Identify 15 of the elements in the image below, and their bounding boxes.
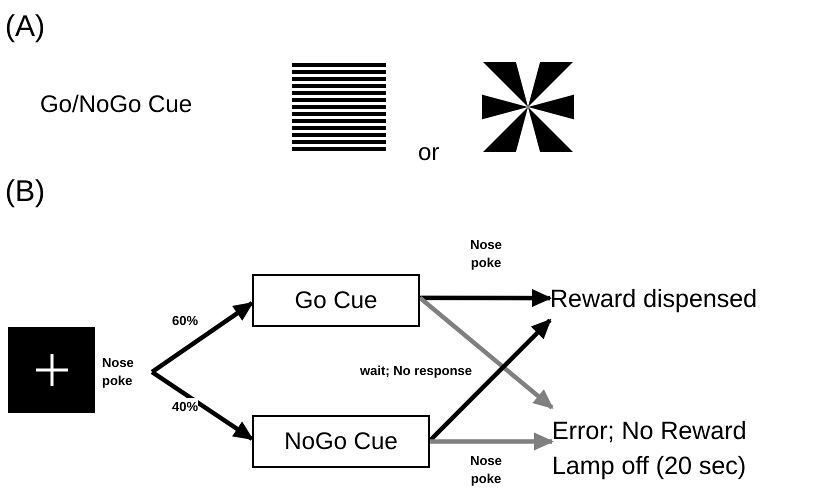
arrow xyxy=(418,296,554,410)
arrow xyxy=(420,289,552,308)
caption-text: Go/NoGo Cue xyxy=(40,90,192,120)
panel-label: (A) xyxy=(5,9,45,45)
arrow xyxy=(430,432,554,450)
process-box: NoGo Cue xyxy=(252,415,430,468)
process-box: Go Cue xyxy=(252,274,420,327)
panel-label: (B) xyxy=(5,174,45,210)
caption-text: or xyxy=(418,138,440,168)
outcome-text: Error; No Reward Lamp off (20 sec) xyxy=(552,402,792,496)
outcome-text: Reward dispensed xyxy=(550,276,828,322)
arrow xyxy=(150,370,254,441)
start-screen-box xyxy=(8,327,95,413)
event-label: Nose poke xyxy=(102,350,152,394)
arrow xyxy=(150,301,254,374)
